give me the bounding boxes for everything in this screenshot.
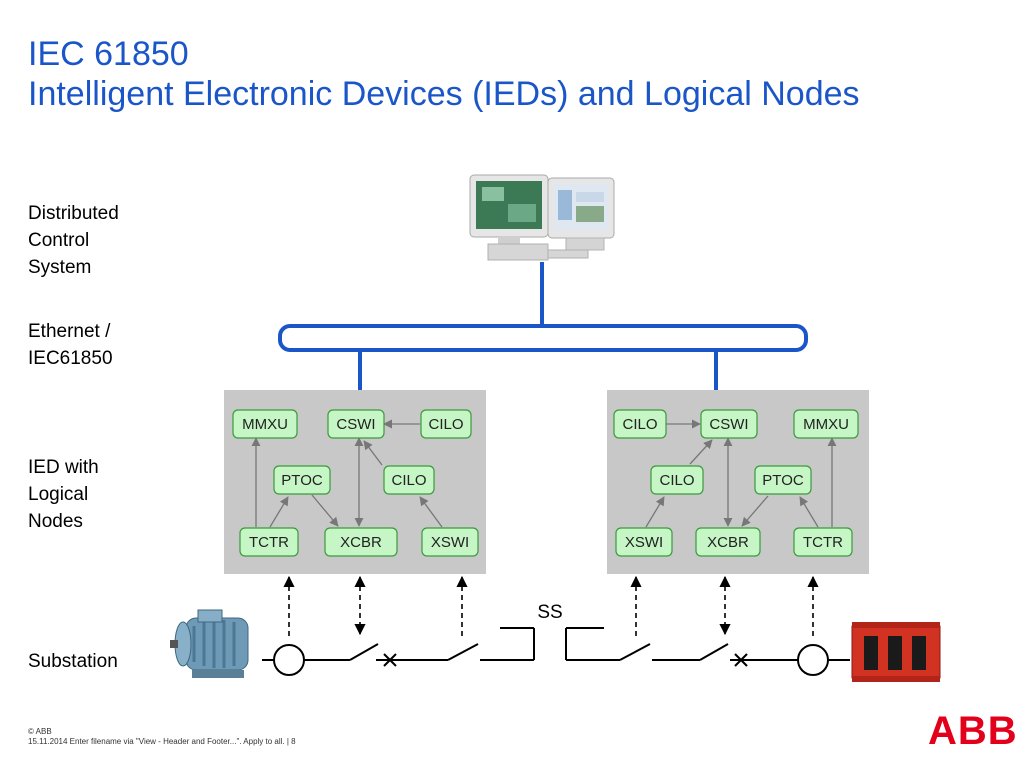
label-ied: IED with Logical Nodes [28,457,99,532]
ied-left-label-ptoc: PTOC [281,472,323,489]
ied-left-label-cilo-top: CILO [428,416,463,433]
label-ethernet: Ethernet / IEC61850 [28,321,113,369]
title-line-2: Intelligent Electronic Devices (IEDs) an… [28,75,860,113]
ied-right-label-ptoc: PTOC [762,472,804,489]
ied-left-label-mmxu: MMXU [242,416,288,433]
ied-right-label-cswi: CSWI [709,416,748,433]
ied-left-node-tctr: TCTR [239,527,299,557]
ied-left-node-cilo-mid: CILO [383,465,435,495]
ied-right-label-cilo-top: CILO [622,416,657,433]
ied-right: CILO CSWI MMXU CILO PTOC XSWI XCBR TCTR [607,390,869,574]
label-dcs: Distributed Control System [28,203,119,278]
ied-left-node-cilo-top: CILO [420,409,472,439]
title-line-1: IEC 61850 [28,35,189,73]
ied-right-node-cilo-top: CILO [613,409,667,439]
ied-right-label-xswi: XSWI [625,534,663,551]
ied-left-label-cswi: CSWI [336,416,375,433]
ied-right-node-mmxu: MMXU [793,409,859,439]
signal-links [283,575,819,640]
ied-right-label-tctr: TCTR [803,534,843,551]
footer-text: 15.11.2014 Enter filename via "View - He… [28,737,296,746]
ied-left: MMXU CSWI CILO PTOC CILO TCTR XCBR XSWI [224,390,486,574]
ied-left-label-tctr: TCTR [249,534,289,551]
ied-right-node-ptoc: PTOC [754,465,812,495]
ied-right-label-mmxu: MMXU [803,416,849,433]
ied-left-node-mmxu: MMXU [232,409,298,439]
label-substation: Substation [28,651,118,672]
ied-left-label-xcbr: XCBR [340,534,382,551]
ied-left-node-xswi: XSWI [421,527,479,557]
workstation-icon [469,174,615,261]
ied-right-node-cilo-mid: CILO [650,465,704,495]
ied-left-node-xcbr: XCBR [324,527,398,557]
substation-line [262,627,850,676]
ied-right-node-cswi: CSWI [700,409,758,439]
abb-logo: ABB [928,709,1018,753]
footer-copyright: © ABB [28,727,52,736]
ied-right-label-xcbr: XCBR [707,534,749,551]
ied-right-label-cilo-mid: CILO [659,472,694,489]
ethernet-bus [278,262,808,390]
motor-icon [170,609,249,678]
ied-left-label-xswi: XSWI [431,534,469,551]
ss-label: SS [537,602,562,623]
ied-right-node-xcbr: XCBR [695,527,761,557]
ied-left-label-cilo-mid: CILO [391,472,426,489]
ied-left-node-ptoc: PTOC [273,465,331,495]
slide-title: IEC 61850 Intelligent Electronic Devices… [28,34,860,114]
ied-right-node-xswi: XSWI [615,527,673,557]
ied-left-node-cswi: CSWI [327,409,385,439]
footer: © ABB 15.11.2014 Enter filename via "Vie… [28,727,296,747]
ied-right-node-tctr: TCTR [793,527,853,557]
transformer-icon [851,622,941,682]
